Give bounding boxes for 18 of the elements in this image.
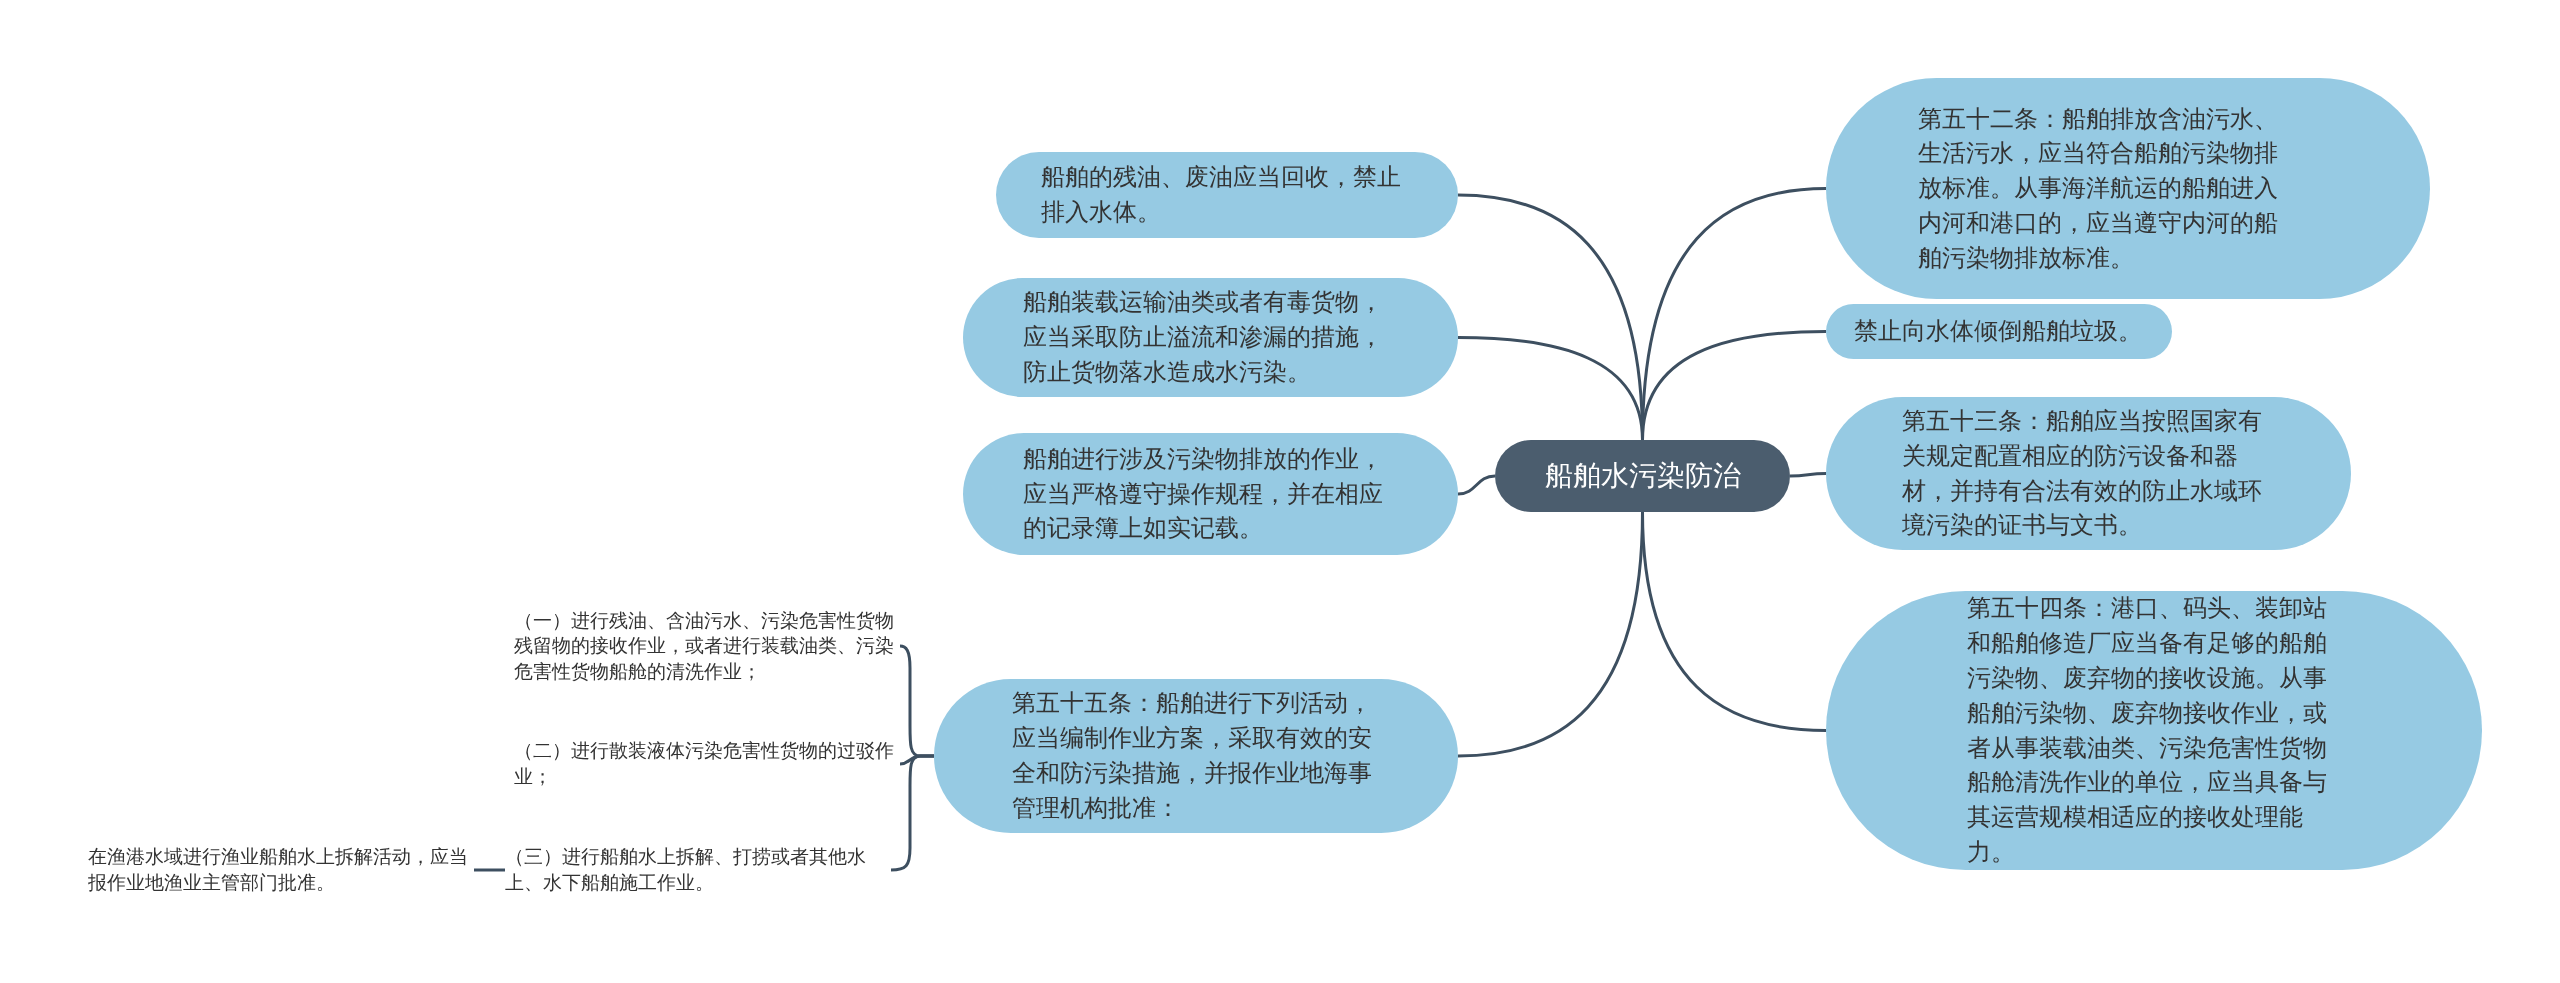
item-text: （二）进行散装液体污染危害性货物的过驳作业；: [514, 736, 900, 792]
topic-bubble: 船舶的残油、废油应当回收，禁止排入水体。: [996, 152, 1458, 238]
topic-bubble: 第五十二条：船舶排放含油污水、生活污水，应当符合船舶污染物排放标准。从事海洋航运的船舶进入内河和港口的，应当遵守内河的船舶污染物排放标准。: [1826, 78, 2430, 299]
topic-bubble: 船舶进行涉及污染物排放的作业，应当严格遵守操作规程，并在相应的记录簿上如实记载。: [963, 433, 1458, 555]
topic-bubble: 禁止向水体倾倒船舶垃圾。: [1826, 304, 2172, 359]
topic-bubble: 第五十五条：船舶进行下列活动，应当编制作业方案，采取有效的安全和防污染措施，并报作业地海事管理机构批准：: [934, 679, 1458, 833]
topic-bubble: 船舶装载运输油类或者有毒货物，应当采取防止溢流和渗漏的措施，防止货物落水造成水污染。: [963, 278, 1458, 397]
connector-line: [1641, 511, 1827, 732]
connector-line: [1641, 330, 1827, 441]
item-text: （一）进行残油、含油污水、污染危害性货物残留物的接收作业，或者进行装载油类、污染危害性货物船舱的清洗作业；: [514, 606, 900, 686]
item-text: 在渔港水域进行渔业船舶水上拆解活动，应当报作业地渔业主管部门批准。: [88, 842, 474, 898]
connector-line: [1790, 472, 1826, 478]
connector-line: [474, 868, 505, 872]
central-topic: 船舶水污染防治: [1495, 440, 1790, 512]
connector-line: [1457, 474, 1496, 496]
topic-bubble: 第五十四条：港口、码头、装卸站和船舶修造厂应当备有足够的船舶污染物、废弃物的接收设施。从事船舶污染物、废弃物接收作业，或者从事装载油类、污染危害性货物船舱清洗作业的单位，应当具备与其运营规模相适应的接收处理能力。: [1826, 591, 2482, 870]
topic-bubble: 第五十三条：船舶应当按照国家有关规定配置相应的防污设备和器材，并持有合法有效的防止水域环境污染的证书与文书。: [1826, 397, 2351, 550]
item-text: （三）进行船舶水上拆解、打捞或者其他水上、水下船舶施工作业。: [505, 842, 891, 898]
